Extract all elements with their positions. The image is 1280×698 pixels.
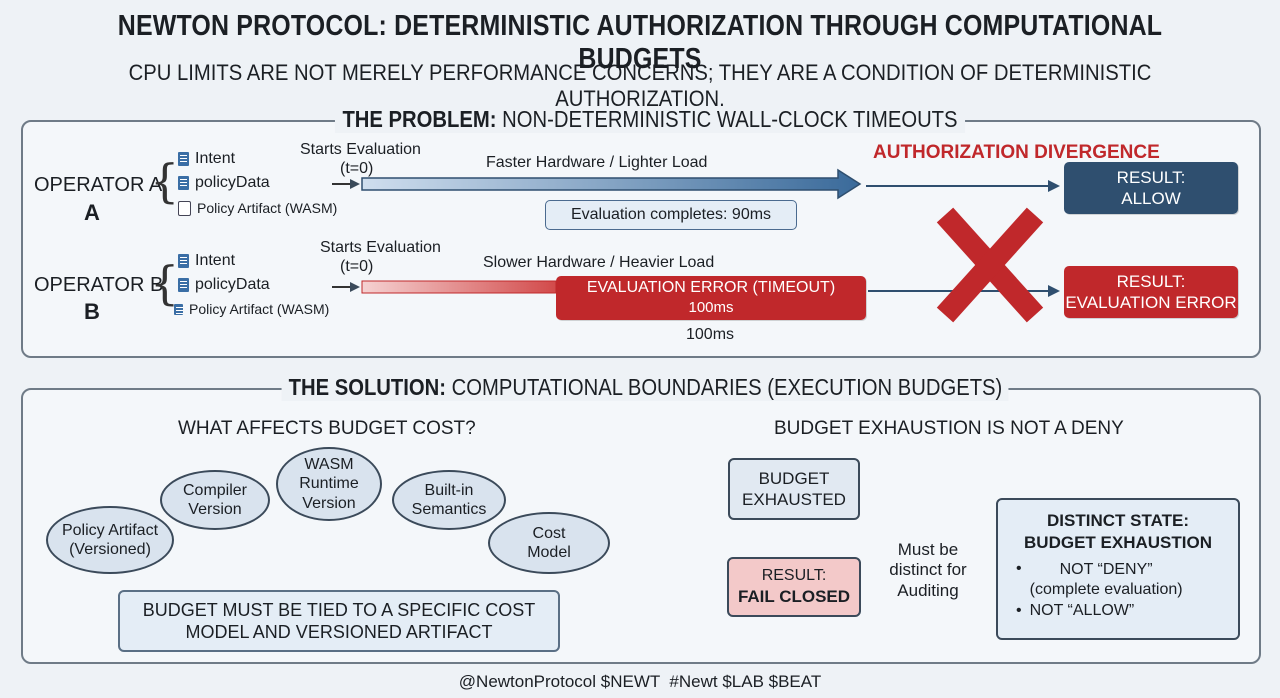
fail-closed-box: RESULT: FAIL CLOSED — [727, 557, 861, 617]
document-icon — [178, 152, 189, 166]
state-item-deny: • NOT “DENY” (complete evaluation) — [1016, 560, 1183, 600]
wasm-file-icon — [178, 200, 191, 216]
operator-b-condition: Slower Hardware / Heavier Load — [483, 254, 715, 271]
artifact-label: Policy Artifact (WASM) — [197, 200, 338, 216]
operator-a-start-label: Starts Evaluation — [300, 141, 421, 158]
footer-tags: @NewtonProtocol $NEWT #Newt $LAB $BEAT — [458, 672, 822, 691]
operator-b-t0: (t=0) — [340, 258, 374, 275]
budget-statement: BUDGET MUST BE TIED TO A SPECIFIC COST M… — [118, 590, 560, 652]
operator-a-result: RESULT: ALLOW — [1064, 162, 1238, 214]
operator-b-brace: { — [150, 256, 180, 310]
document-icon — [178, 176, 189, 190]
operator-b-artifact-intent: Intent — [178, 252, 235, 270]
operator-a-artifact-intent: Intent — [178, 150, 235, 168]
factor-policy-artifact: Policy Artifact (Versioned) — [46, 506, 174, 574]
operator-b-error-label: EVALUATION ERROR (TIMEOUT) — [586, 279, 836, 297]
operator-b-time-below: 100ms — [686, 326, 735, 343]
exhaustion-heading: BUDGET EXHAUSTION IS NOT A DENY — [774, 418, 1124, 439]
budget-cost-heading: WHAT AFFECTS BUDGET COST? — [178, 418, 476, 439]
distinct-state-title: DISTINCT STATE: BUDGET EXHAUSTION — [1024, 511, 1212, 553]
state-item-deny-label: NOT “DENY” (complete evaluation) — [1029, 561, 1183, 599]
artifact-label: Intent — [195, 252, 236, 269]
page-title: NEWTON PROTOCOL: DETERMINISTIC AUTHORIZA… — [117, 10, 1163, 75]
operator-a-condition: Faster Hardware / Lighter Load — [486, 154, 708, 171]
document-icon — [178, 278, 189, 292]
operator-a-brace: { — [150, 154, 180, 208]
artifact-label: policyData — [195, 276, 270, 293]
solution-heading-rest: COMPUTATIONAL BOUNDARIES (EXECUTION BUDG… — [446, 374, 1003, 400]
operator-a-letter: A — [84, 200, 100, 225]
factor-wasm-runtime: WASM Runtime Version — [276, 447, 382, 521]
artifact-label: policyData — [195, 174, 270, 191]
factor-cost-model: Cost Model — [488, 512, 610, 574]
state-item-allow-label: NOT “ALLOW” — [1029, 602, 1135, 620]
artifact-label: Intent — [195, 150, 236, 167]
fail-closed-label: RESULT: — [761, 566, 827, 584]
fail-closed-value: FAIL CLOSED — [737, 587, 851, 607]
factor-compiler-version: Compiler Version — [160, 470, 270, 530]
auditing-label: Must be distinct for Auditing — [889, 540, 967, 600]
operator-b-label: OPERATOR B — [34, 274, 164, 296]
operator-a-timeline-arrow — [361, 168, 862, 200]
bullet-icon: • — [1016, 602, 1022, 620]
state-item-allow: • NOT “ALLOW” — [1016, 602, 1134, 620]
problem-heading-rest: NON-DETERMINISTIC WALL-CLOCK TIMEOUTS — [496, 106, 958, 132]
artifact-label: Policy Artifact (WASM) — [189, 301, 330, 317]
bullet-icon: • — [1016, 560, 1022, 578]
solution-heading: THE SOLUTION: COMPUTATIONAL BOUNDARIES (… — [281, 374, 1009, 401]
problem-heading: THE PROBLEM: NON-DETERMINISTIC WALL-CLOC… — [334, 106, 966, 133]
operator-b-letter: B — [84, 299, 100, 324]
operator-b-start-label: Starts Evaluation — [320, 239, 441, 256]
factor-builtin-semantics: Built-in Semantics — [392, 470, 506, 530]
document-icon — [174, 303, 183, 315]
operator-a-artifact-wasm: Policy Artifact (WASM) — [178, 200, 337, 216]
operator-a-completion: Evaluation completes: 90ms — [545, 200, 797, 230]
budget-exhausted-box: BUDGET EXHAUSTED — [728, 458, 860, 520]
operator-b-artifact-wasm: Policy Artifact (WASM) — [174, 301, 329, 317]
operator-b-error-time: 100ms — [688, 299, 734, 317]
operator-a-label: OPERATOR A — [34, 174, 163, 196]
solution-heading-bold: THE SOLUTION: — [288, 374, 447, 400]
divergence-cross-icon — [936, 207, 1044, 323]
document-icon — [178, 254, 189, 268]
operator-b-timeline-bar — [361, 280, 557, 294]
divergence-label: AUTHORIZATION DIVERGENCE — [873, 142, 1160, 163]
operator-a-t0: (t=0) — [340, 160, 374, 177]
operator-b-error-bar: EVALUATION ERROR (TIMEOUT) 100ms — [556, 276, 866, 320]
distinct-state-box: DISTINCT STATE: BUDGET EXHAUSTION • NOT “… — [996, 498, 1240, 640]
operator-b-artifact-policydata: policyData — [178, 276, 270, 294]
operator-b-result: RESULT: EVALUATION ERROR — [1064, 266, 1238, 318]
operator-a-artifact-policydata: policyData — [178, 174, 270, 192]
problem-heading-bold: THE PROBLEM: — [342, 106, 497, 132]
